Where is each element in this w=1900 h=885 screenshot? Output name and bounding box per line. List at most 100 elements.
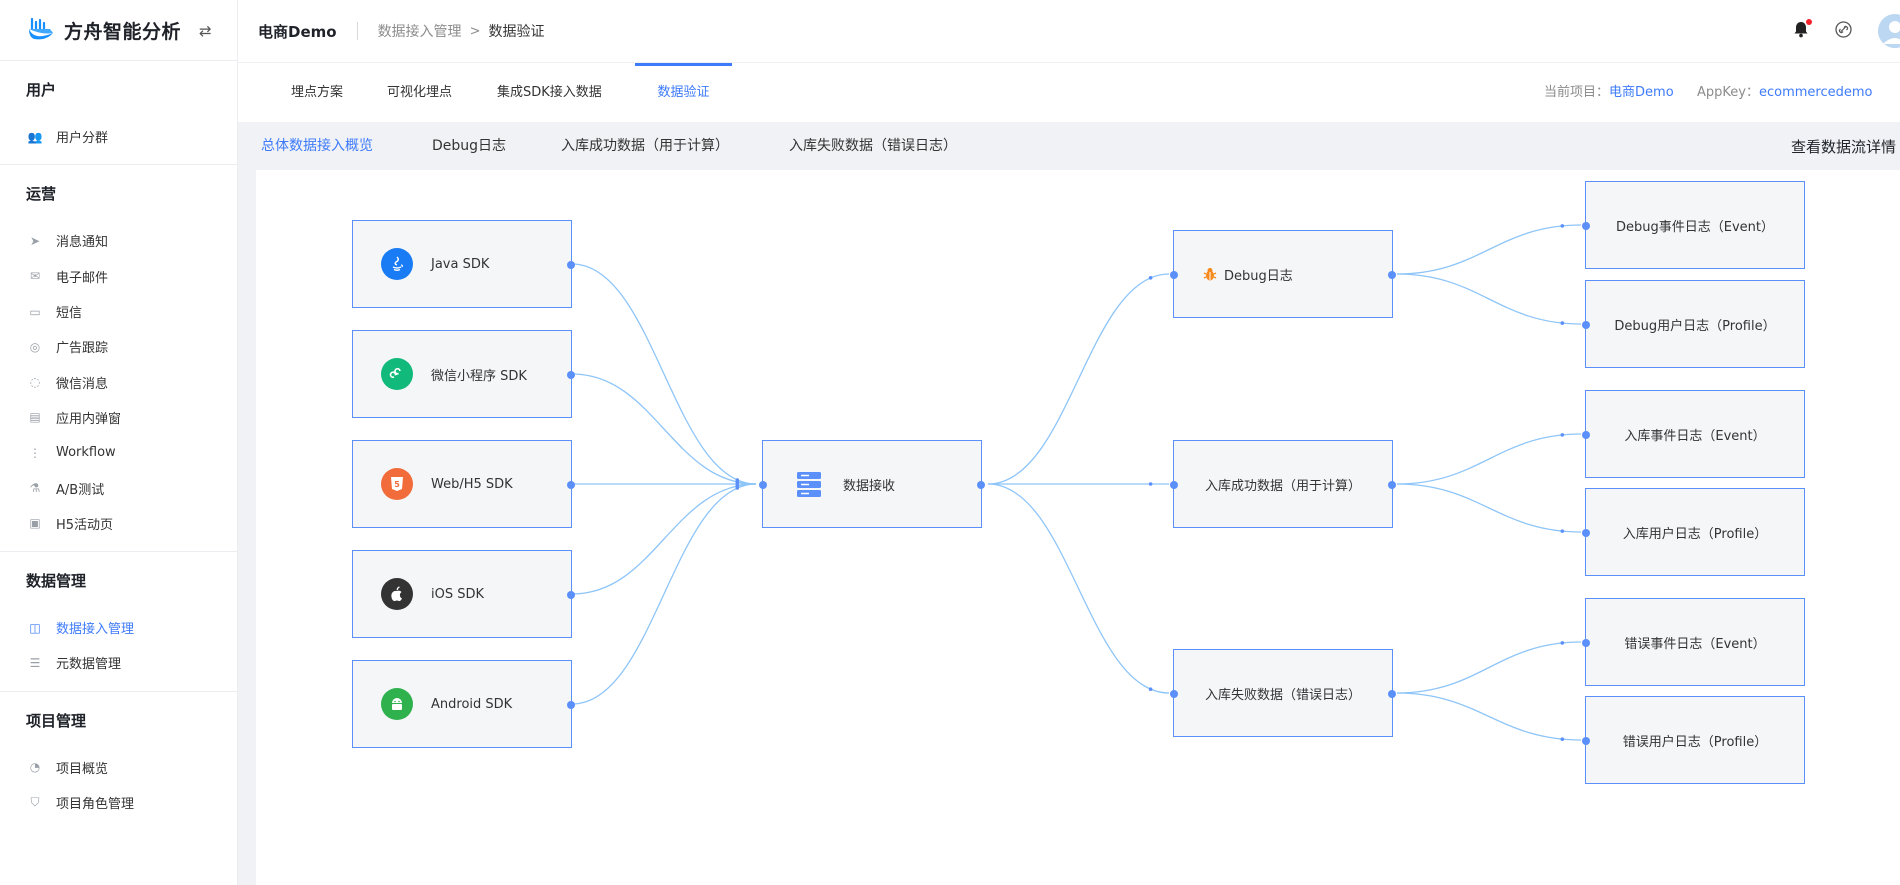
mail-icon: ✉ — [29, 269, 41, 284]
notification-bell-icon[interactable] — [1793, 18, 1812, 42]
subtab-debug-log[interactable]: Debug日志 — [432, 138, 507, 154]
data-receive-hub-node[interactable]: 数据接收 — [759, 440, 985, 528]
breadcrumb-parent[interactable]: 数据接入管理 — [377, 24, 462, 40]
sdk-source-node[interactable]: Java SDK — [352, 220, 575, 308]
bug-icon — [1202, 266, 1218, 282]
sidebar-item[interactable]: ➤消息通知 — [0, 223, 237, 258]
user-avatar[interactable] — [1878, 14, 1900, 48]
subtab-failed-data[interactable]: 入库失败数据（错误日志） — [789, 138, 957, 154]
users-icon: 👥 — [27, 129, 43, 144]
hub-to-stage-edge — [987, 273, 1170, 485]
source-to-hub-edge — [571, 483, 757, 705]
sidebar-item-label: 消息通知 — [56, 235, 109, 251]
miniprogram-icon — [381, 358, 413, 390]
edge-arrow — [1148, 482, 1153, 486]
output-port — [567, 481, 575, 489]
node-label: Debug用户日志（Profile） — [1614, 318, 1776, 334]
output-port — [1388, 271, 1396, 279]
pipeline-stage-node[interactable]: Debug日志 — [1170, 230, 1396, 318]
header-actions — [1793, 0, 1900, 62]
sdk-source-node[interactable]: iOS SDK — [352, 550, 575, 638]
shield-icon: ⛉ — [30, 795, 40, 809]
output-port — [567, 371, 575, 379]
input-port — [1170, 481, 1178, 489]
link-icon[interactable] — [1835, 20, 1852, 42]
log-output-node[interactable]: 错误用户日志（Profile） — [1582, 696, 1805, 784]
current-project-label: 当前项目： — [1544, 85, 1610, 100]
stage-to-log-edge — [1396, 433, 1582, 485]
appkey-label: AppKey： — [1697, 85, 1759, 100]
sidebar-item[interactable]: ▤应用内弹窗 — [0, 400, 237, 435]
current-project-meta: 当前项目：电商Demo — [1544, 63, 1674, 123]
sidebar-item[interactable]: ⛉项目角色管理 — [0, 785, 237, 820]
sidebar-item[interactable]: ◌微信消息 — [0, 364, 237, 399]
target-icon: ◎ — [29, 339, 41, 354]
sidebar-item[interactable]: ◔项目概览 — [0, 750, 237, 785]
h5-icon: ▣ — [29, 516, 41, 531]
sidebar-item-label: H5活动页 — [56, 517, 114, 533]
node-label: iOS SDK — [431, 586, 485, 602]
edge-arrow — [1560, 737, 1565, 741]
sdk-source-node[interactable]: Android SDK — [352, 660, 575, 748]
log-output-node[interactable]: 错误事件日志（Event） — [1582, 598, 1805, 686]
notification-dot — [1806, 18, 1812, 25]
edge-arrow — [1148, 687, 1153, 692]
sidebar-item[interactable]: 👥用户分群 — [0, 119, 237, 154]
sidebar-section: 数据管理◫数据接入管理☰元数据管理 — [0, 552, 237, 692]
sidebar-section: 用户 👥用户分群 — [0, 61, 237, 166]
sidebar: 方舟智能分析 ⇄ 用户 👥用户分群运营 ➤消息通知✉电子邮件▭短信◎广告跟踪◌微信消… — [0, 0, 238, 885]
edge-arrow — [1560, 224, 1565, 228]
subtab-success-data[interactable]: 入库成功数据（用于计算） — [561, 138, 729, 154]
sidebar-item[interactable]: ⚗A/B测试 — [0, 470, 237, 505]
tab-data-validation[interactable]: 数据验证 — [635, 63, 732, 123]
breadcrumb-current: 数据验证 — [488, 24, 545, 40]
sidebar-item[interactable]: ☰元数据管理 — [0, 645, 237, 680]
sidebar-item[interactable]: ◎广告跟踪 — [0, 329, 237, 364]
edge-arrow — [735, 486, 740, 490]
sidebar-item[interactable]: ✉电子邮件 — [0, 259, 237, 294]
sdk-source-node[interactable]: 5 Web/H5 SDK — [352, 440, 575, 528]
sidebar-section-title: 用户 — [26, 81, 57, 99]
stage-to-log-edge — [1396, 692, 1582, 741]
appkey-value[interactable]: ecommercedemo — [1758, 85, 1873, 100]
sidebar-section-title: 项目管理 — [26, 711, 87, 730]
sidebar-section-title: 运营 — [26, 185, 57, 204]
project-name[interactable]: 电商Demo — [258, 22, 337, 41]
sidebar-item-label: 应用内弹窗 — [56, 411, 122, 427]
input-port — [1582, 431, 1590, 439]
input-port — [1170, 271, 1178, 279]
tab-sdk-integration[interactable]: 集成SDK接入数据 — [497, 85, 602, 100]
input-port — [1170, 690, 1178, 698]
ark-logo-icon — [29, 17, 53, 40]
node-label: 入库失败数据（错误日志） — [1204, 687, 1361, 703]
log-output-node[interactable]: 入库事件日志（Event） — [1582, 390, 1805, 478]
collapse-switch-icon[interactable]: ⇄ — [199, 22, 212, 40]
sidebar-item[interactable]: ▭短信 — [0, 294, 237, 329]
sdk-source-node[interactable]: 微信小程序 SDK — [352, 330, 575, 418]
subtab-overview[interactable]: 总体数据接入概览 — [261, 138, 373, 154]
sidebar-sections: 用户 👥用户分群运营 ➤消息通知✉电子邮件▭短信◎广告跟踪◌微信消息▤应用内弹窗⋮W… — [0, 61, 237, 830]
input-port — [1582, 529, 1590, 537]
output-port — [567, 591, 575, 599]
tab-tracking-plan[interactable]: 埋点方案 — [291, 85, 344, 100]
wechat-icon: ◌ — [29, 375, 41, 390]
hub-to-stage-edge — [987, 483, 1170, 694]
log-output-node[interactable]: Debug用户日志（Profile） — [1582, 280, 1805, 368]
logo-bar: 方舟智能分析 — [0, 0, 237, 61]
node-label: Web/H5 SDK — [431, 476, 513, 492]
input-port — [1582, 222, 1590, 230]
workflow-icon: ⋮ — [29, 445, 41, 460]
input-port — [759, 481, 767, 489]
sidebar-item[interactable]: ⋮Workflow — [0, 435, 237, 470]
log-output-node[interactable]: 入库用户日志（Profile） — [1582, 488, 1805, 576]
view-data-flow-link[interactable]: 查看数据流详情 — [1790, 138, 1896, 156]
sidebar-item[interactable]: ◫数据接入管理 — [0, 610, 237, 645]
edge-arrow — [1560, 433, 1565, 437]
current-project-value[interactable]: 电商Demo — [1609, 85, 1674, 100]
html5-icon: 5 — [381, 468, 413, 500]
log-output-node[interactable]: Debug事件日志（Event） — [1582, 181, 1805, 269]
pipeline-stage-node[interactable]: 入库失败数据（错误日志） — [1170, 649, 1396, 737]
pipeline-stage-node[interactable]: 入库成功数据（用于计算） — [1170, 440, 1396, 528]
sidebar-item[interactable]: ▣ H5活动页 — [0, 506, 237, 541]
tab-visual-tracking[interactable]: 可视化埋点 — [387, 85, 453, 100]
